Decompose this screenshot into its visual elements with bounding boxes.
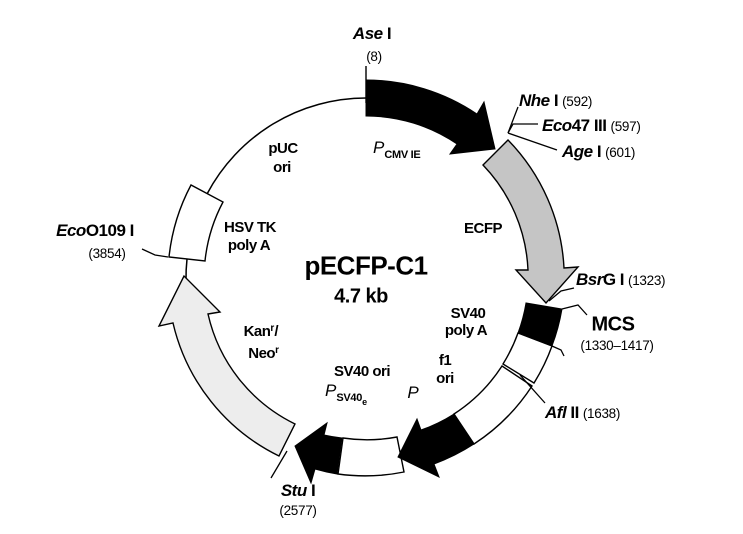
plasmid-size: 4.7 kb (334, 285, 388, 308)
sv40-ori-label: SV40 ori (333, 363, 391, 381)
site-age-label: Age I(601) (562, 142, 636, 161)
eco47-pointer-line (507, 123, 538, 134)
kan-neo-arrow (157, 274, 296, 457)
sv40-polya-label-line2: poly A (444, 322, 488, 340)
pcmv-ie-label: PCMV IE (373, 138, 421, 161)
sv40-ori-segment (337, 436, 405, 477)
site-stu-label: Stu I (280, 481, 316, 501)
mcs-segment (517, 302, 563, 347)
ecfp-arrow (482, 139, 580, 305)
puc-ori-label-line2: ori (273, 159, 291, 177)
stu-pointer-line (270, 450, 288, 479)
site-nhe-label: Nhe I(592) (519, 91, 593, 110)
backbone-arc-puc-ori (206, 97, 367, 195)
sv40-polya-segment (502, 332, 553, 384)
psv40e-label: PSV40e (325, 381, 368, 407)
mcs-pointer-line-bottom (551, 345, 565, 357)
bsrg-pointer-line (548, 287, 575, 302)
site-stu-position: (2577) (279, 502, 317, 518)
site-bsrg-label: BsrG I(1323) (576, 270, 666, 289)
p-promoter-arrow (397, 413, 475, 479)
eco0109-pointer-line (141, 248, 169, 258)
mcs-range: (1330–1417) (580, 337, 654, 353)
ecfp-label: ECFP (463, 220, 503, 238)
kan-label: Kanr/ (243, 323, 279, 340)
hsvtk-polya-label-line1: HSV TK (223, 219, 277, 237)
afl-pointer-line (519, 374, 546, 404)
neo-label: Neor (248, 345, 279, 362)
site-ase-label: Ase I (352, 24, 392, 44)
pcmv-ie-arrow (365, 79, 496, 155)
p-promoter-label: P (407, 383, 419, 403)
mcs-label: MCS (591, 313, 635, 336)
site-ase-position: (8) (366, 48, 382, 64)
age-pointer-line (507, 132, 558, 151)
site-eco47-label: Eco47 III(597) (542, 116, 641, 135)
mcs-pointer-line-top (561, 304, 588, 316)
puc-ori-label-line1: pUC (268, 140, 298, 158)
psv40e-arrow (294, 421, 343, 485)
f1-ori-label-line2: ori (436, 370, 454, 388)
plasmid-title: pECFP-C1 (304, 250, 428, 281)
site-eco0109-label: EcoO109 I (56, 221, 134, 241)
site-eco0109-position: (3854) (88, 245, 126, 261)
site-afl-label: Afl II(1638) (545, 403, 621, 422)
f1-ori-label-line1: f1 (438, 352, 452, 370)
sv40-polya-label-line1: SV40 (450, 305, 486, 323)
hsvtk-polya-label-line2: poly A (227, 237, 271, 255)
hsvtk-polya-segment (168, 184, 224, 262)
